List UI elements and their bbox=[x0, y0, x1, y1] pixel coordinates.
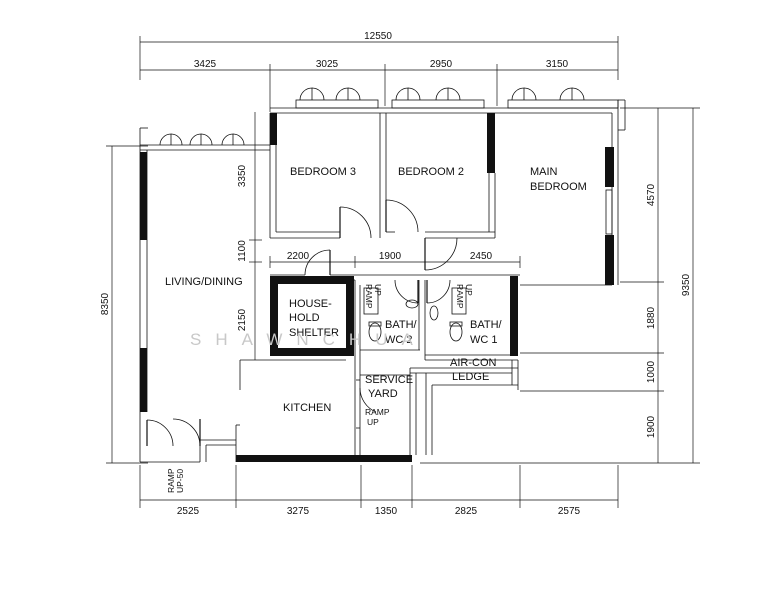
dim-top-2: 3025 bbox=[316, 59, 339, 70]
label-bath1-line2: WC 1 bbox=[470, 334, 498, 346]
watermark: SHAWNCHUA bbox=[190, 330, 427, 349]
ramp-entrance-label: RAMP bbox=[166, 468, 176, 493]
ramp-bath2-label: RAMP bbox=[364, 284, 374, 309]
dim-inner-h-3: 2450 bbox=[470, 251, 493, 262]
label-bath2-line1: BATH/ bbox=[385, 319, 418, 331]
label-service-line1: SERVICE bbox=[365, 374, 413, 386]
doors bbox=[146, 199, 458, 447]
ramp-service-up: UP bbox=[367, 417, 379, 427]
dim-inner-h-1: 2200 bbox=[287, 251, 310, 262]
windows bbox=[159, 87, 626, 235]
label-service-line2: YARD bbox=[368, 388, 398, 400]
ramp-bath1-up: UP bbox=[464, 284, 474, 296]
room-labels: BEDROOM 3 BEDROOM 2 MAIN BEDROOM LIVING/… bbox=[165, 166, 587, 414]
dim-right-3: 1000 bbox=[646, 360, 657, 383]
label-aircon-line1: AIR-CON bbox=[450, 357, 497, 369]
dim-top-1: 3425 bbox=[194, 59, 217, 70]
label-main-bedroom-line1: MAIN bbox=[530, 166, 558, 178]
label-kitchen: KITCHEN bbox=[283, 402, 331, 414]
dim-bottom-2: 3275 bbox=[287, 506, 310, 517]
ramp-labels: RAMP UP RAMP UP RAMP UP RAMP UP-50 bbox=[166, 284, 474, 493]
dimension-lines bbox=[106, 36, 700, 508]
dim-inner-h-2: 1900 bbox=[379, 251, 402, 262]
label-living-dining: LIVING/DINING bbox=[165, 276, 243, 288]
dim-top-4: 3150 bbox=[546, 59, 569, 70]
dim-bottom-1: 2525 bbox=[177, 506, 200, 517]
label-bedroom-3: BEDROOM 3 bbox=[290, 166, 356, 178]
dimension-labels: 12550 3425 3025 2950 3150 2525 3275 1350… bbox=[100, 31, 692, 517]
label-bath1-line1: BATH/ bbox=[470, 319, 503, 331]
dim-right-1: 4570 bbox=[646, 183, 657, 206]
dim-left-overall: 8350 bbox=[100, 292, 111, 315]
dim-top-3: 2950 bbox=[430, 59, 453, 70]
dim-bottom-5: 2575 bbox=[558, 506, 581, 517]
label-aircon-line2: LEDGE bbox=[452, 371, 489, 383]
ramp-bath2-up: UP bbox=[373, 284, 383, 296]
label-shelter-line3: SHELTER bbox=[289, 327, 339, 339]
dim-inner-v-2: 1100 bbox=[237, 240, 248, 262]
dim-right-overall: 9350 bbox=[681, 273, 692, 296]
dim-bottom-3: 1350 bbox=[375, 506, 398, 517]
dim-bottom-4: 2825 bbox=[455, 506, 478, 517]
label-shelter-line2: HOLD bbox=[289, 312, 320, 324]
label-bedroom-2: BEDROOM 2 bbox=[398, 166, 464, 178]
dim-inner-v-1: 3350 bbox=[237, 164, 248, 187]
dim-right-2: 1880 bbox=[646, 306, 657, 329]
label-main-bedroom-line2: BEDROOM bbox=[530, 181, 587, 193]
fixtures bbox=[356, 287, 467, 429]
dim-right-4: 1900 bbox=[646, 415, 657, 438]
dim-overall-top: 12550 bbox=[364, 31, 392, 42]
ramp-entrance-up: UP-50 bbox=[175, 469, 185, 493]
label-shelter-line1: HOUSE- bbox=[289, 298, 332, 310]
label-bath2-line2: WC 2 bbox=[385, 334, 413, 346]
dim-inner-v-3: 2150 bbox=[237, 308, 248, 331]
ramp-service-label: RAMP bbox=[365, 407, 390, 417]
ramp-bath1-label: RAMP bbox=[455, 284, 465, 309]
